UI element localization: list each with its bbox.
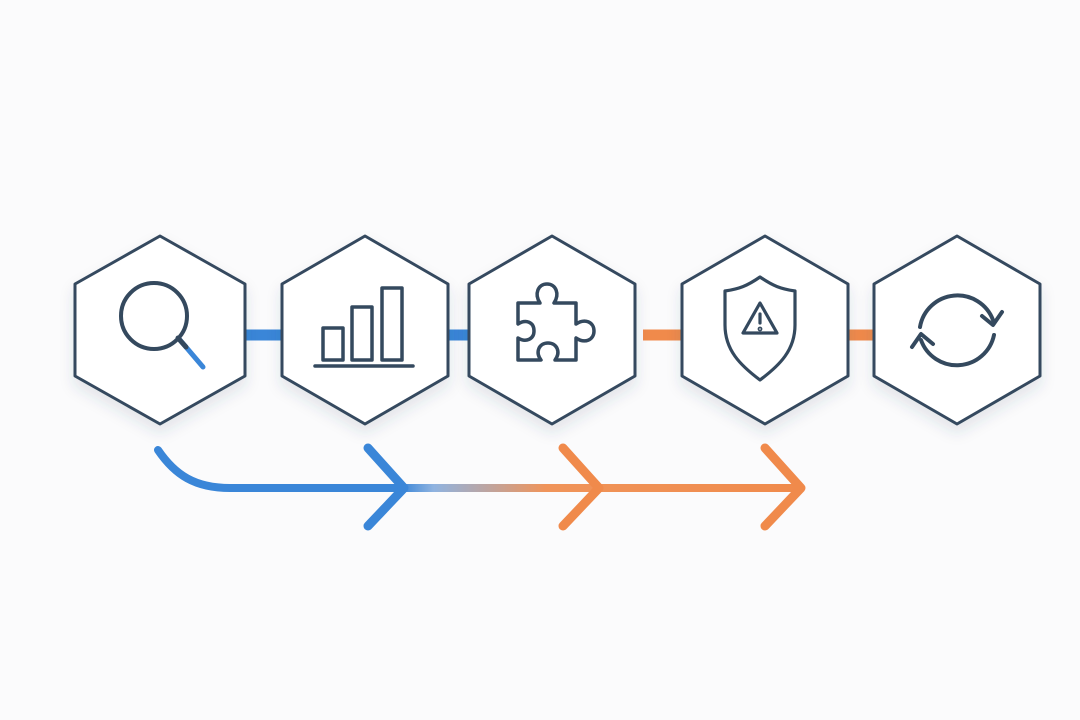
step-3-integration bbox=[467, 234, 637, 426]
refresh-cycle-icon bbox=[910, 293, 1004, 368]
magnifier-icon bbox=[119, 281, 206, 370]
step-1-search bbox=[73, 234, 247, 426]
chevron-3-icon bbox=[760, 443, 806, 531]
step-2-analytics bbox=[280, 234, 450, 426]
shield-warning-icon bbox=[723, 275, 797, 382]
hexagon-node bbox=[73, 234, 247, 426]
chevron-1-icon bbox=[363, 443, 409, 531]
flow-arrow bbox=[154, 443, 806, 531]
chevron-2-icon bbox=[558, 443, 604, 531]
step-5-cycle bbox=[872, 234, 1042, 426]
puzzle-piece-icon bbox=[516, 282, 596, 362]
hexagon-node bbox=[680, 234, 850, 426]
bar-chart-icon bbox=[313, 286, 415, 368]
hexagon-node bbox=[872, 234, 1042, 426]
flow-arrow-line bbox=[154, 446, 804, 492]
hexagon-node bbox=[467, 234, 637, 426]
step-4-security bbox=[680, 234, 850, 426]
hexagon-node bbox=[280, 234, 450, 426]
